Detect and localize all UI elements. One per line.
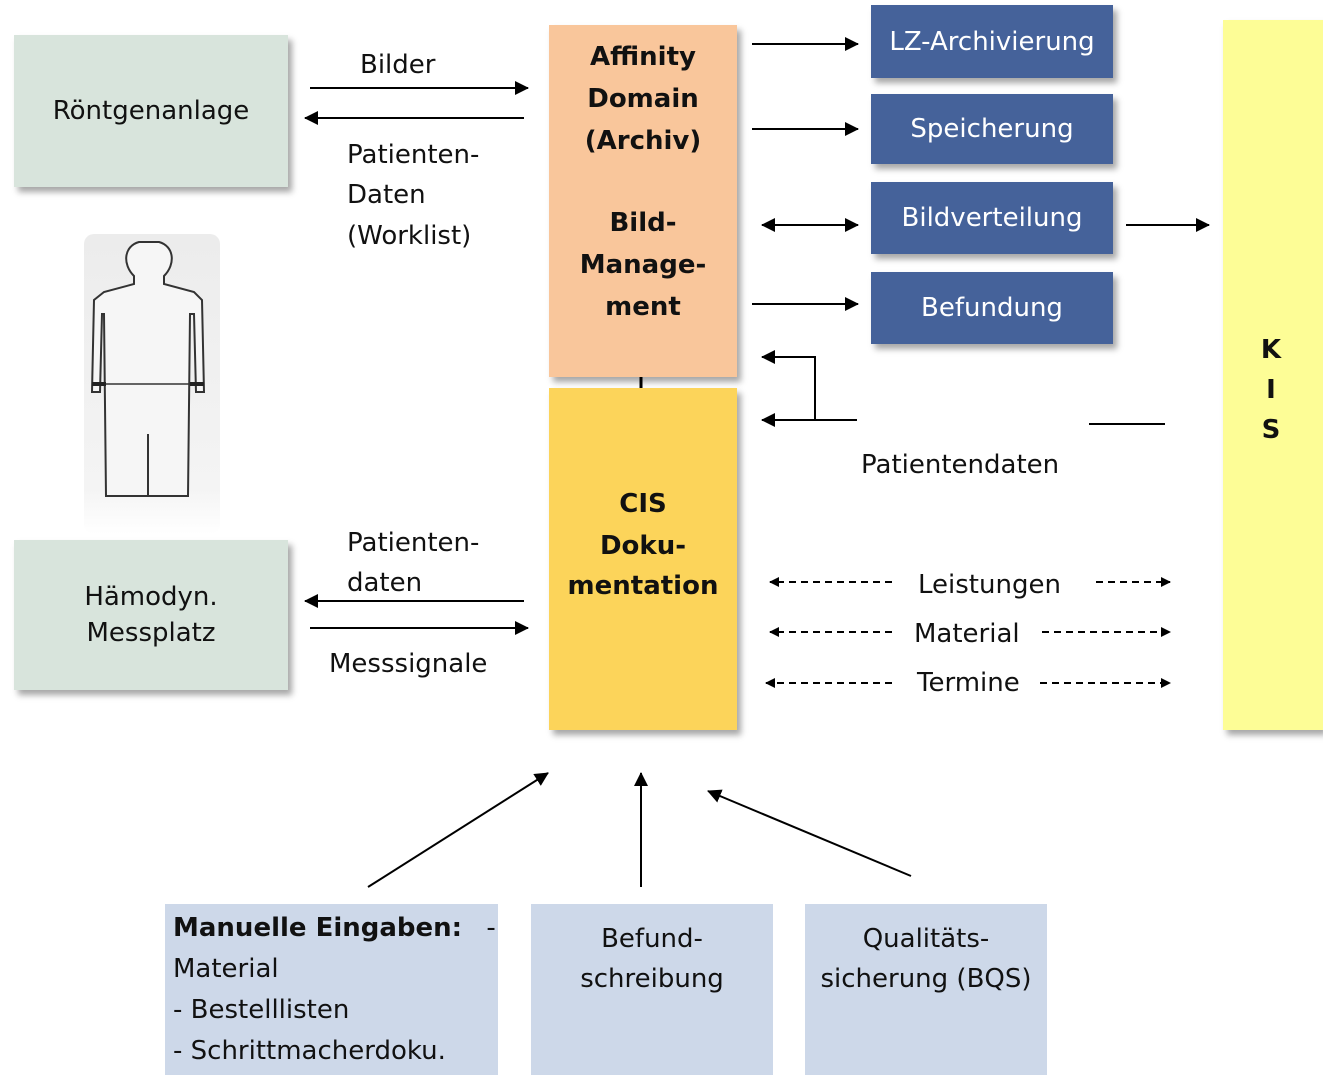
befundung-label: Befundung bbox=[921, 293, 1063, 323]
affinity-line-1: Affinity bbox=[590, 42, 696, 72]
label-patientendaten-left-2: daten bbox=[347, 568, 423, 598]
cis-box: CIS Doku- mentation bbox=[549, 388, 737, 730]
kis-letter-i: I bbox=[1266, 375, 1276, 405]
label-patienten-3: (Worklist) bbox=[347, 221, 472, 251]
affinity-line-3: (Archiv) bbox=[584, 126, 702, 156]
manual-input-box: Manuelle Eingaben: - Material - Bestelll… bbox=[165, 904, 498, 1075]
label-patientendaten-left-1: Patienten- bbox=[347, 528, 480, 558]
affinity-box: Affinity Domain (Archiv) Bild- Manage- m… bbox=[549, 25, 737, 377]
person-figure bbox=[84, 234, 220, 534]
affinity-line-2: Domain bbox=[587, 84, 699, 114]
haemo-label-2: Messplatz bbox=[86, 618, 216, 648]
manual-title: Manuelle Eingaben: bbox=[173, 913, 463, 943]
lz-archivierung-label: LZ-Archivierung bbox=[889, 26, 1095, 57]
qualitaet-line-2: sicherung (BQS) bbox=[820, 964, 1032, 994]
kis-box: K I S bbox=[1223, 20, 1323, 730]
befundung-box: Befundung bbox=[871, 272, 1113, 344]
befund-line-2: schreibung bbox=[580, 964, 724, 994]
label-patienten-2: Daten bbox=[347, 180, 426, 210]
bild-mgmt-line-1: Bild- bbox=[609, 208, 677, 238]
manual-line-3: - Schrittmacherdoku. bbox=[173, 1036, 446, 1066]
bild-mgmt-line-2: Manage- bbox=[579, 250, 707, 280]
label-bilder: Bilder bbox=[360, 50, 436, 80]
cis-line-1: CIS bbox=[619, 489, 667, 519]
cis-line-3: mentation bbox=[567, 571, 719, 601]
manual-title-row: Manuelle Eingaben: - bbox=[173, 910, 496, 946]
roentgen-label: Röntgenanlage bbox=[52, 96, 250, 126]
label-termine: Termine bbox=[917, 668, 1020, 698]
haemo-box: Hämodyn. Messplatz bbox=[14, 540, 288, 690]
label-leistungen: Leistungen bbox=[918, 570, 1061, 600]
speicherung-label: Speicherung bbox=[910, 114, 1074, 144]
label-patienten-1: Patienten- bbox=[347, 140, 480, 170]
label-material: Material bbox=[914, 619, 1020, 649]
roentgen-box: Röntgenanlage bbox=[14, 35, 288, 187]
arrow-manual-cis bbox=[367, 772, 549, 888]
label-messsignale: Messsignale bbox=[329, 649, 488, 679]
bild-mgmt-line-3: ment bbox=[605, 292, 681, 322]
cis-line-2: Doku- bbox=[599, 531, 687, 561]
kis-letter-k: K bbox=[1260, 335, 1282, 365]
bildverteilung-box: Bildverteilung bbox=[871, 182, 1113, 254]
befund-line-1: Befund- bbox=[601, 924, 703, 954]
lz-archivierung-box: LZ-Archivierung bbox=[871, 5, 1113, 78]
person-icon bbox=[84, 234, 220, 534]
bildverteilung-label: Bildverteilung bbox=[901, 203, 1083, 233]
arrow-patientendaten-affinity bbox=[761, 350, 816, 420]
manual-line-2: - Bestelllisten bbox=[173, 995, 350, 1025]
befund-box: Befund- schreibung bbox=[531, 904, 773, 1075]
qualitaet-box: Qualitäts- sicherung (BQS) bbox=[805, 904, 1047, 1075]
arrow-qualitaet-cis bbox=[707, 789, 912, 877]
manual-line-1: Material bbox=[173, 954, 279, 984]
label-patientendaten: Patientendaten bbox=[861, 450, 1060, 480]
qualitaet-line-1: Qualitäts- bbox=[862, 924, 990, 954]
manual-dash: - bbox=[486, 913, 496, 943]
speicherung-box: Speicherung bbox=[871, 94, 1113, 164]
kis-letter-s: S bbox=[1261, 415, 1281, 445]
haemo-label-1: Hämodyn. bbox=[84, 582, 218, 612]
